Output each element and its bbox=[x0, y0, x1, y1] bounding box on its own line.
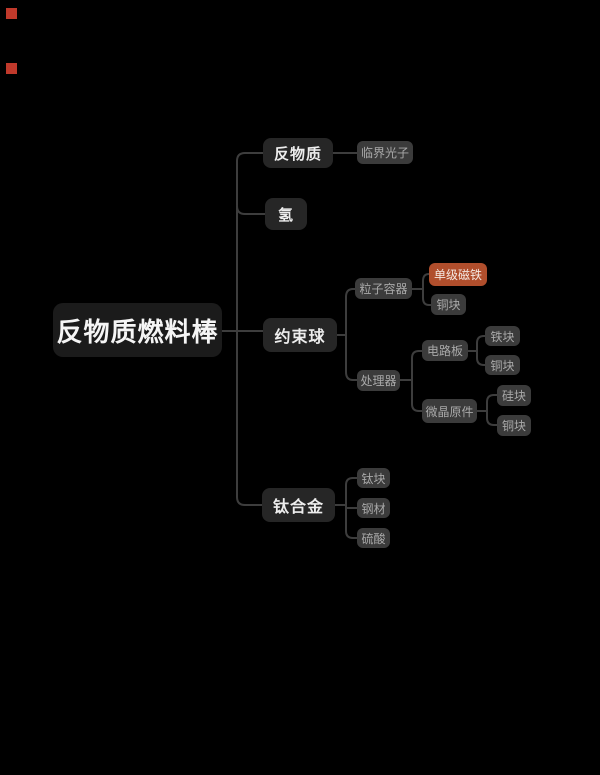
node-titanium-block[interactable]: 钛块 bbox=[357, 468, 390, 488]
node-particle-container[interactable]: 粒子容器 bbox=[355, 278, 412, 299]
node-steel[interactable]: 钢材 bbox=[357, 498, 390, 518]
node-single-magnet[interactable]: 单级磁铁 bbox=[429, 263, 487, 286]
node-circuit-board[interactable]: 电路板 bbox=[422, 340, 468, 361]
node-hydrogen[interactable]: 氢 bbox=[265, 198, 307, 230]
node-copper-block[interactable]: 铜块 bbox=[431, 294, 466, 315]
node-iron-block[interactable]: 铁块 bbox=[485, 326, 520, 346]
node-antimatter[interactable]: 反物质 bbox=[263, 138, 333, 168]
node-confinement-sphere[interactable]: 约束球 bbox=[263, 318, 337, 352]
node-processor[interactable]: 处理器 bbox=[357, 370, 400, 391]
node-copper-block[interactable]: 铜块 bbox=[485, 355, 520, 375]
node-antimatter-fuel-rod[interactable]: 反物质燃料棒 bbox=[53, 303, 222, 357]
node-copper-block[interactable]: 铜块 bbox=[497, 415, 531, 436]
red-square-marker-top bbox=[6, 8, 17, 19]
node-sulfuric-acid[interactable]: 硫酸 bbox=[357, 528, 390, 548]
node-titanium-alloy[interactable]: 钛合金 bbox=[262, 488, 335, 522]
node-critical-photon[interactable]: 临界光子 bbox=[357, 141, 413, 164]
red-square-marker-bottom bbox=[6, 63, 17, 74]
node-microcrystal-component[interactable]: 微晶原件 bbox=[422, 399, 477, 423]
node-silicon-block[interactable]: 硅块 bbox=[497, 385, 531, 406]
